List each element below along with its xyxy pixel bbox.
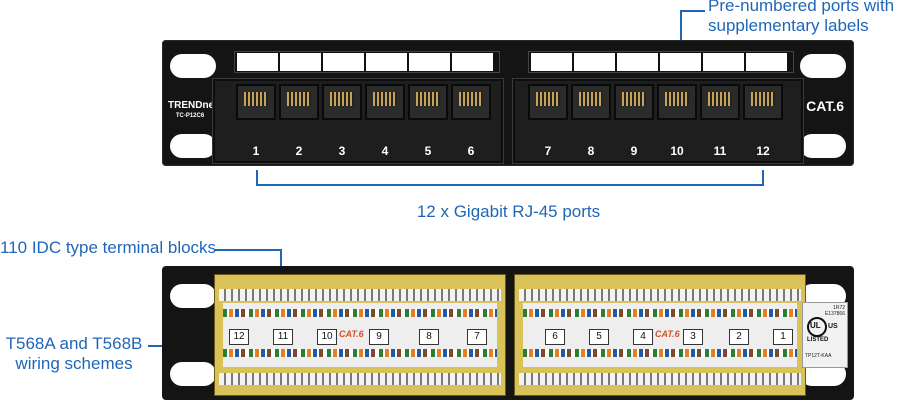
rj45-port-1 — [236, 84, 276, 120]
rj45-port-4 — [365, 84, 405, 120]
callout-labels-line1: Pre-numbered ports with — [708, 0, 895, 15]
block-number: 4 — [633, 329, 653, 345]
front-left-ear-top — [170, 54, 216, 78]
front-right-ear-bottom — [800, 134, 846, 158]
rear-left-ear-top — [170, 284, 216, 308]
block-number: 11 — [273, 329, 293, 345]
port-number: 3 — [338, 144, 346, 158]
rj45-port-11 — [700, 84, 740, 120]
rj45-port-2 — [279, 84, 319, 120]
block-number: 10 — [317, 329, 337, 345]
port-number: 11 — [713, 144, 727, 158]
ul-code-2: E137866 — [824, 311, 845, 317]
block-number: 9 — [369, 329, 389, 345]
block-number: 6 — [545, 329, 565, 345]
port-number: 4 — [381, 144, 389, 158]
brand-name: TRENDnet — [168, 100, 218, 111]
front-left-ear-bottom — [170, 134, 216, 158]
callout-idc: 110 IDC type terminal blocks — [0, 238, 217, 257]
callout-idc-leader-h — [215, 249, 281, 251]
port-number: 1 — [252, 144, 260, 158]
callout-wiring-line2: wiring schemes — [15, 354, 133, 373]
ports-bracket-bottom — [256, 184, 764, 186]
port-number: 6 — [467, 144, 475, 158]
front-right-ear-top — [800, 54, 846, 78]
terminal-block-right: 6 5 4 CAT.6 3 2 1 — [514, 274, 806, 396]
port-number: 9 — [630, 144, 638, 158]
port-number: 12 — [756, 144, 770, 158]
callout-wiring: T568A and T568B wiring schemes — [0, 334, 148, 374]
rj45-port-5 — [408, 84, 448, 120]
ul-code: 1R72 — [833, 305, 845, 311]
callout-ports: 12 x Gigabit RJ-45 ports — [416, 202, 601, 221]
port-number: 7 — [544, 144, 552, 158]
port-number: 10 — [670, 144, 684, 158]
port-number: 8 — [587, 144, 595, 158]
wire-colors — [523, 349, 797, 357]
ul-mark: UL — [810, 321, 821, 330]
rj45-port-9 — [614, 84, 654, 120]
block-number: 5 — [589, 329, 609, 345]
ul-us: US — [828, 323, 838, 330]
label-strip-right — [528, 51, 794, 73]
block-number: 1 — [773, 329, 793, 345]
idc-row-top — [219, 289, 501, 301]
block-cat6-mark: CAT.6 — [655, 329, 680, 339]
ports-bracket-left — [256, 170, 258, 186]
ul-listing-label: 1R72 E137866 UL US LISTED TP12T-KAA — [802, 302, 848, 368]
callout-labels-leader-v — [680, 10, 682, 58]
rear-panel: 12 11 10 CAT.6 9 8 7 6 5 4 CAT.6 3 2 1 1… — [162, 266, 854, 400]
block-number: 8 — [419, 329, 439, 345]
callout-labels-leader-h — [681, 10, 705, 12]
idc-row-bottom — [519, 373, 801, 385]
port-number: 5 — [424, 144, 432, 158]
rj45-port-3 — [322, 84, 362, 120]
block-number: 2 — [729, 329, 749, 345]
terminal-block-left: 12 11 10 CAT.6 9 8 7 — [214, 274, 506, 396]
rj45-port-12 — [743, 84, 783, 120]
port-number: 2 — [295, 144, 303, 158]
callout-labels-line2: supplementary labels — [708, 16, 869, 35]
brand-model: TC-P12C6 — [175, 113, 205, 119]
ports-bracket-right — [762, 170, 764, 186]
wire-colors — [523, 309, 797, 317]
rear-left-ear-bottom — [170, 362, 216, 386]
front-cat6-mark: CAT.6 — [806, 98, 844, 114]
ul-listed: LISTED — [807, 337, 829, 343]
block-cat6-mark: CAT.6 — [339, 329, 364, 339]
wire-colors — [223, 309, 497, 317]
idc-row-bottom — [219, 373, 501, 385]
wiring-area: 6 5 4 CAT.6 3 2 1 — [523, 303, 797, 367]
rj45-port-10 — [657, 84, 697, 120]
wiring-area: 12 11 10 CAT.6 9 8 7 — [223, 303, 497, 367]
front-panel: TRENDnet TC-P12C6 CAT.6 1 2 3 4 5 6 7 8 … — [162, 40, 854, 166]
callout-labels: Pre-numbered ports with supplementary la… — [708, 0, 894, 36]
rj45-port-7 — [528, 84, 568, 120]
rj45-port-8 — [571, 84, 611, 120]
rj45-port-6 — [451, 84, 491, 120]
callout-wiring-line1: T568A and T568B — [5, 334, 143, 353]
block-number: 7 — [467, 329, 487, 345]
brand-logo: TRENDnet TC-P12C6 — [168, 100, 218, 122]
block-number: 3 — [683, 329, 703, 345]
ul-mark-icon — [807, 317, 827, 337]
label-strip-left — [234, 51, 500, 73]
idc-row-top — [519, 289, 801, 301]
block-number: 12 — [229, 329, 249, 345]
wire-colors — [223, 349, 497, 357]
model-label: TP12T-KAA — [805, 353, 832, 359]
